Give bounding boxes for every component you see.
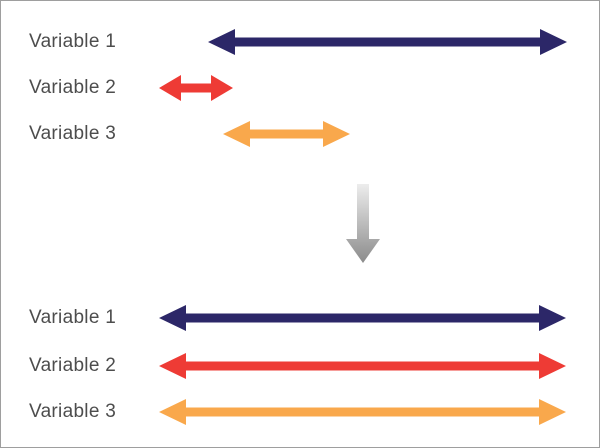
variable-2-label-before: Variable 2 [29,77,117,98]
variable-1-label-before: Variable 1 [29,31,117,52]
variable-3-range-arrow-before [223,121,350,147]
down-arrow-icon [346,184,380,263]
variable-1-range-arrow-before [208,29,567,55]
variable-3-range-arrow-after [159,399,566,425]
variable-2-range-arrow-after [159,353,566,379]
variable-1-label-after: Variable 1 [29,307,117,328]
variable-1-range-arrow-after [159,305,566,331]
variable-2-range-arrow-before [159,75,233,101]
variable-3-label-after: Variable 3 [29,401,117,422]
variable-2-label-after: Variable 2 [29,355,117,376]
variable-3-label-before: Variable 3 [29,123,117,144]
